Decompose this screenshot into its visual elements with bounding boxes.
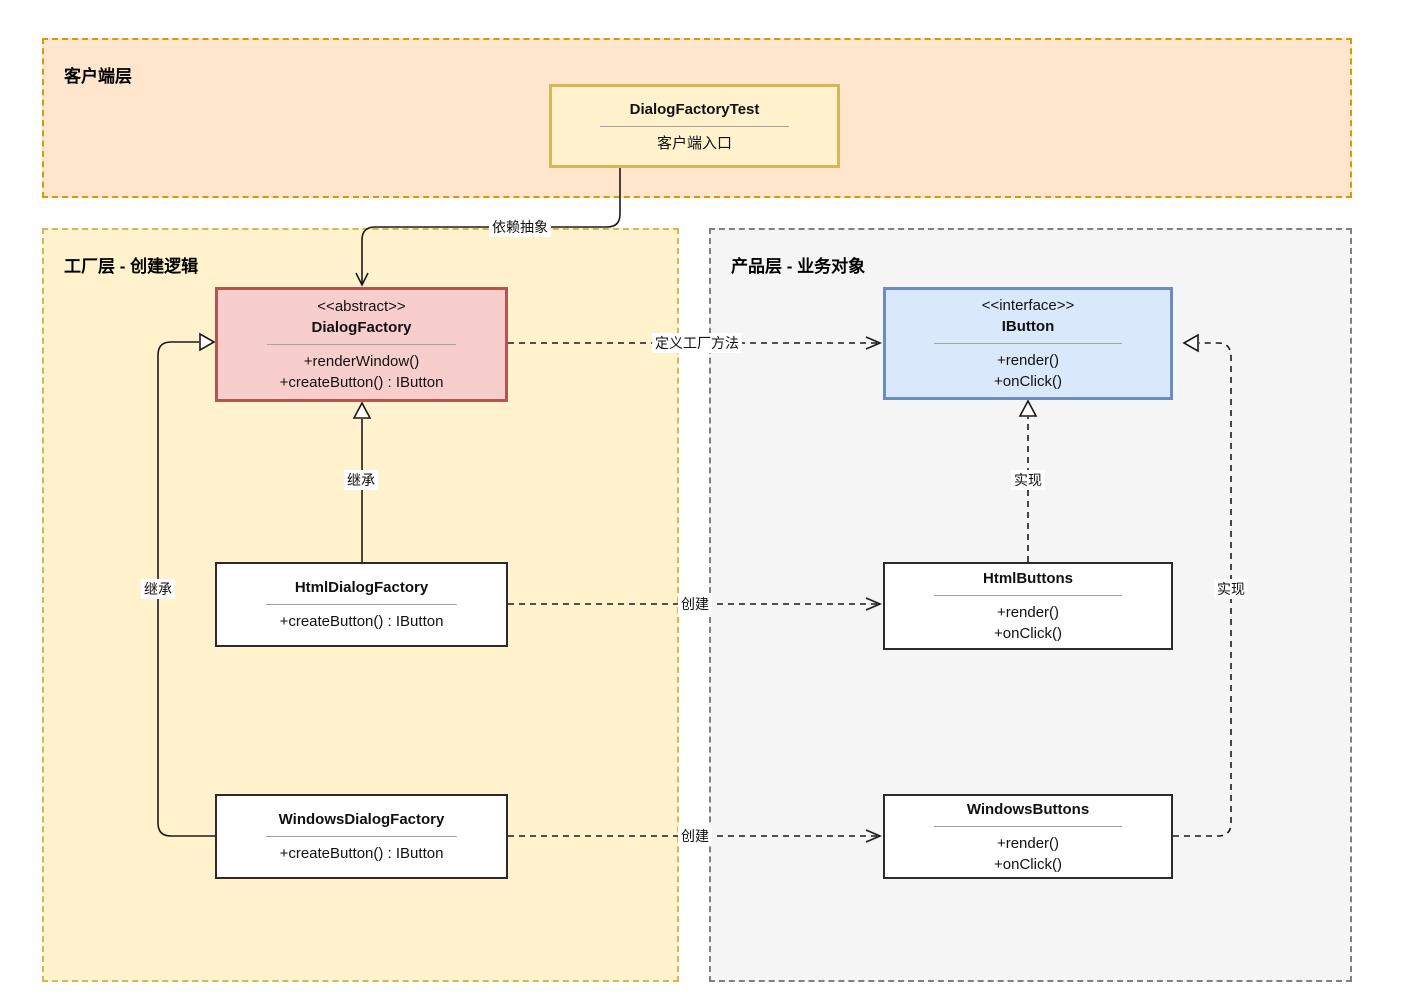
divider bbox=[600, 125, 789, 127]
method: +render() bbox=[996, 352, 1060, 369]
method: +onClick() bbox=[994, 855, 1062, 873]
class-ibutton[interactable]: <<interface>> IButton +render() +onClick… bbox=[883, 287, 1173, 400]
class-name: WindowsDialogFactory bbox=[278, 811, 445, 828]
edge-label-inherit-windows: 继承 bbox=[141, 579, 175, 599]
divider bbox=[266, 344, 457, 345]
method: +onClick() bbox=[994, 373, 1062, 390]
divider bbox=[933, 825, 1123, 827]
panel-factory-title: 工厂层 - 创建逻辑 bbox=[64, 257, 199, 276]
class-dialogfactorytest[interactable]: DialogFactoryTest 客户端入口 bbox=[549, 84, 840, 168]
edge-label-create-windows: 创建 bbox=[678, 826, 712, 846]
method: +render() bbox=[996, 834, 1060, 852]
method: +renderWindow() bbox=[303, 353, 420, 370]
panel-client-title: 客户端层 bbox=[64, 67, 132, 86]
class-name: DialogFactory bbox=[311, 319, 412, 336]
class-name: HtmlDialogFactory bbox=[294, 579, 429, 596]
divider bbox=[934, 343, 1122, 344]
method: +createButton() : IButton bbox=[279, 374, 444, 391]
edge-label-implement-html: 实现 bbox=[1011, 470, 1045, 490]
method: +createButton() : IButton bbox=[279, 845, 444, 862]
class-htmldialogfactory[interactable]: HtmlDialogFactory +createButton() : IBut… bbox=[215, 562, 508, 647]
class-note: 客户端入口 bbox=[656, 134, 732, 152]
class-windowsbuttons[interactable]: WindowsButtons +render() +onClick() bbox=[883, 794, 1173, 879]
stereotype: <<abstract>> bbox=[317, 298, 406, 315]
class-windowsdialogfactory[interactable]: WindowsDialogFactory +createButton() : I… bbox=[215, 794, 508, 879]
class-name: IButton bbox=[1001, 318, 1055, 335]
method: +onClick() bbox=[994, 625, 1062, 642]
method: +render() bbox=[996, 604, 1060, 621]
class-htmlbuttons[interactable]: HtmlButtons +render() +onClick() bbox=[883, 562, 1173, 650]
divider bbox=[266, 836, 457, 837]
edge-label-implement-windows: 实现 bbox=[1214, 579, 1248, 599]
class-name: WindowsButtons bbox=[966, 800, 1090, 818]
edge-label-inherit-html: 继承 bbox=[344, 470, 378, 490]
class-name: HtmlButtons bbox=[983, 570, 1073, 587]
class-dialogfactory[interactable]: <<abstract>> DialogFactory +renderWindow… bbox=[215, 287, 508, 402]
edge-label-depend-abstract: 依赖抽象 bbox=[489, 217, 551, 237]
method: +createButton() : IButton bbox=[279, 613, 444, 630]
divider bbox=[266, 604, 457, 605]
panel-product-title: 产品层 - 业务对象 bbox=[731, 257, 866, 276]
class-name: DialogFactoryTest bbox=[629, 100, 760, 118]
edge-label-create-html: 创建 bbox=[678, 594, 712, 614]
stereotype: <<interface>> bbox=[981, 297, 1075, 314]
divider bbox=[933, 595, 1123, 596]
edge-label-define-factory-method: 定义工厂方法 bbox=[652, 333, 742, 353]
